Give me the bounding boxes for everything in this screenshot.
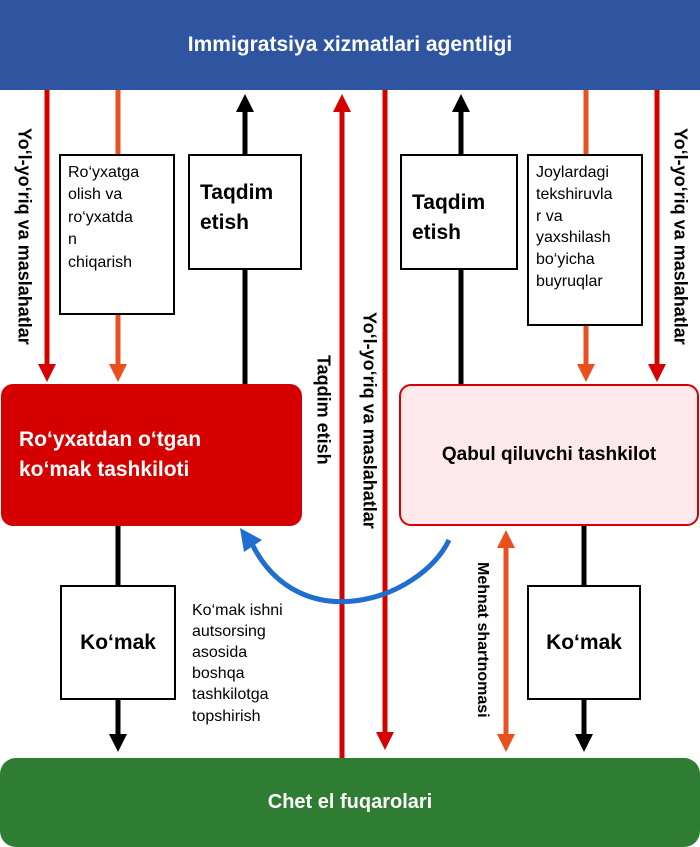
left-guidance-label-text: Yo‘l-yo‘riq va maslahatlar: [14, 127, 35, 345]
center-submission-arrow: [333, 94, 351, 758]
right-support-box: Ko‘mak: [527, 585, 641, 700]
right-submission-box: Taqdim etish: [400, 154, 518, 270]
foreign-nationals-banner: Chet el fuqarolari: [0, 758, 700, 847]
immigration-agency-banner: Immigratsiya xizmatlari agentligi: [0, 0, 700, 90]
left-submission-box: Taqdim etish: [188, 154, 302, 270]
left-guidance-arrow: [38, 90, 56, 382]
registration-box: Ro‘yxatga olish va ro‘yxatda n chiqarish: [59, 154, 175, 315]
left-support-box: Ko‘mak: [60, 585, 176, 700]
right-guidance-label-text: Yo‘l-yo‘riq va maslahatlar: [670, 127, 691, 345]
center-guidance-label-text: Yo‘l-yo‘riq va maslahatlar: [359, 311, 380, 529]
employment-contract-label: Mehnat shartnomasi: [467, 535, 497, 745]
registered-support-organization: Ro‘yxatdan o‘tgan ko‘mak tashkiloti: [1, 384, 302, 526]
outsourcing-note: Ko‘mak ishni autsorsing asosida boshqa t…: [192, 602, 283, 725]
right-guidance-arrow: [648, 90, 666, 382]
outsourcing-arrow: [240, 528, 452, 605]
employment-contract-arrow: [497, 530, 515, 752]
receiving-organization: Qabul qiluvchi tashkilot: [399, 384, 699, 526]
center-submission-label-text: Taqdim etish: [313, 355, 334, 465]
inspection-orders-box: Joylardagi tekshiruvla r va yaxshilash b…: [527, 154, 643, 326]
center-guidance-label: Yo‘l-yo‘riq va maslahatlar: [354, 270, 384, 570]
center-guidance-arrow: [376, 90, 394, 750]
left-guidance-label: Yo‘l-yo‘riq va maslahatlar: [7, 90, 41, 382]
center-submission-label: Taqdim etish: [308, 335, 338, 485]
right-guidance-label: Yo‘l-yo‘riq va maslahatlar: [663, 90, 697, 382]
employment-contract-label-text: Mehnat shartnomasi: [474, 562, 491, 718]
